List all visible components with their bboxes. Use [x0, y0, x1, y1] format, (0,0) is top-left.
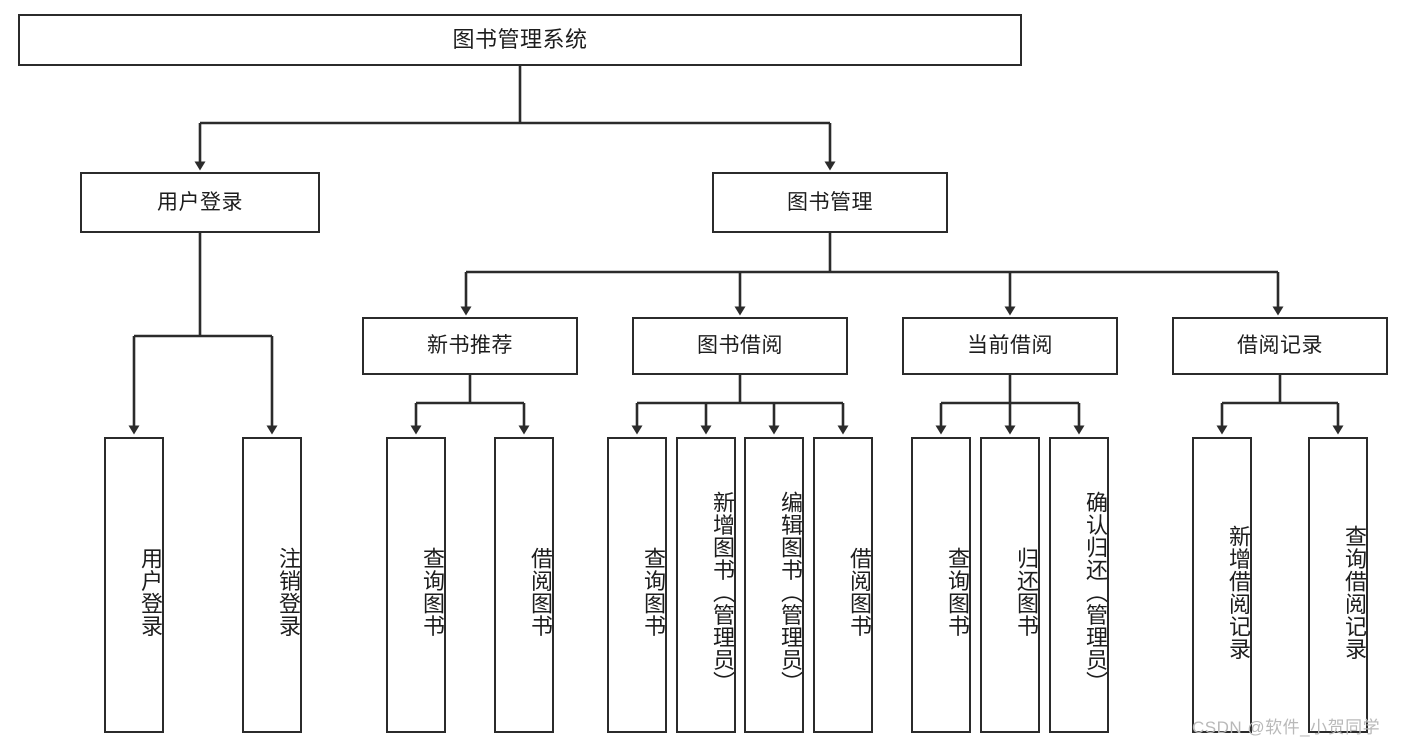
node-new-book-recommend[interactable]: 新书推荐 — [362, 317, 578, 375]
watermark-credit: CSDN @软件_小贺同学 — [1192, 718, 1381, 737]
leaf-new-book-borrow[interactable]: 借阅图书 — [494, 437, 554, 733]
node-book-borrow[interactable]: 图书借阅 — [632, 317, 848, 375]
leaf-borrow-edit-book-admin[interactable]: 编辑图书（管理员） — [744, 437, 804, 733]
leaf-user-login-login[interactable]: 用户登录 — [104, 437, 164, 733]
node-current-borrow[interactable]: 当前借阅 — [902, 317, 1118, 375]
leaf-borrow-add-book-admin[interactable]: 新增图书（管理员） — [676, 437, 736, 733]
leaf-current-return-book[interactable]: 归还图书 — [980, 437, 1040, 733]
node-user-login[interactable]: 用户登录 — [80, 172, 320, 233]
leaf-user-login-logout[interactable]: 注销登录 — [242, 437, 302, 733]
leaf-current-query-book[interactable]: 查询图书 — [911, 437, 971, 733]
leaf-borrow-borrow-book[interactable]: 借阅图书 — [813, 437, 873, 733]
leaf-record-query-record[interactable]: 查询借阅记录 — [1308, 437, 1368, 733]
leaf-borrow-query-book[interactable]: 查询图书 — [607, 437, 667, 733]
leaf-record-add-record[interactable]: 新增借阅记录 — [1192, 437, 1252, 733]
leaf-new-book-query[interactable]: 查询图书 — [386, 437, 446, 733]
node-borrow-record[interactable]: 借阅记录 — [1172, 317, 1388, 375]
node-root-system[interactable]: 图书管理系统 — [18, 14, 1022, 66]
leaf-current-confirm-return-admin[interactable]: 确认归还（管理员） — [1049, 437, 1109, 733]
node-book-management[interactable]: 图书管理 — [712, 172, 948, 233]
